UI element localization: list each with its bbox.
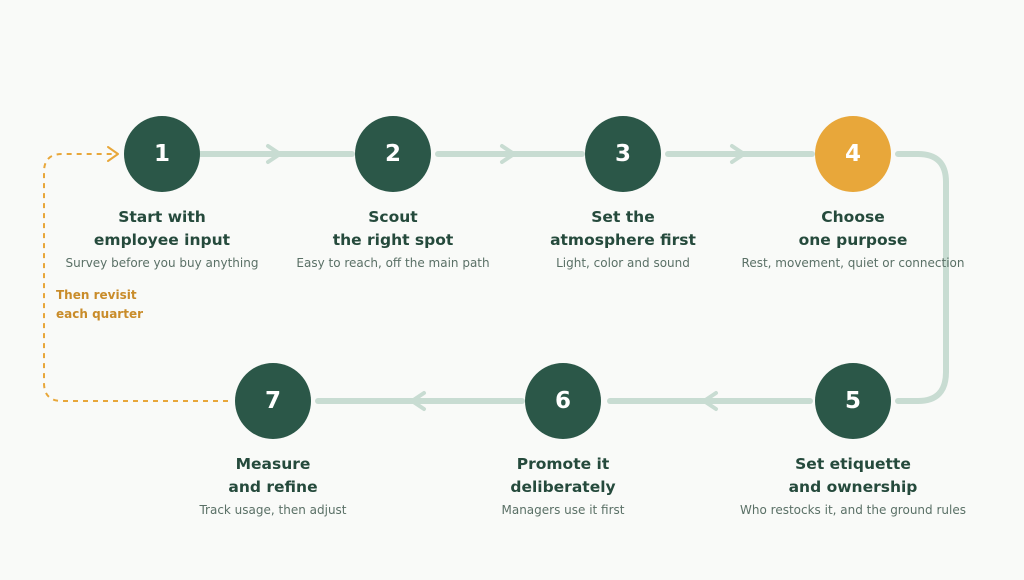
connector-5-6 — [607, 391, 813, 411]
step-6-circle: 6 — [525, 363, 601, 439]
step-5-title: Set etiquette and ownership — [788, 455, 918, 496]
step-7-circle: 7 — [235, 363, 311, 439]
step-4-circle: 4 — [815, 116, 891, 192]
step-5-description: Who restocks it, and the ground rules — [740, 503, 966, 517]
step-2-circle: 2 — [355, 116, 431, 192]
loop-connector-7-1 — [43, 146, 228, 402]
step-6-text: Promote it deliberately Managers use it … — [433, 453, 693, 517]
step-5-circle: 5 — [815, 363, 891, 439]
step-3-title: Set the atmosphere first — [550, 208, 696, 249]
step-3-description: Light, color and sound — [556, 256, 690, 270]
connector-3-4 — [665, 144, 815, 164]
step-7-number: 7 — [264, 388, 281, 414]
step-2-number: 2 — [384, 141, 401, 167]
step-5-text: Set etiquette and ownership Who restocks… — [723, 453, 983, 517]
connector-6-7 — [315, 391, 525, 411]
step-6-title: Promote it deliberately — [510, 455, 616, 496]
step-3-number: 3 — [614, 141, 631, 167]
step-7-text: Measure and refine Track usage, then adj… — [143, 453, 403, 517]
step-7-description: Track usage, then adjust — [199, 503, 347, 517]
step-4-number: 4 — [844, 141, 861, 167]
step-2-text: Scout the right spot Easy to reach, off … — [263, 206, 523, 270]
step-2-description: Easy to reach, off the main path — [296, 256, 490, 270]
step-3-text: Set the atmosphere first Light, color an… — [493, 206, 753, 270]
step-1-description: Survey before you buy anything — [65, 256, 259, 270]
step-7-title: Measure and refine — [228, 455, 318, 496]
step-2-title: Scout the right spot — [332, 208, 454, 249]
step-1-text: Start with employee input Survey before … — [32, 206, 292, 270]
connector-2-3 — [435, 144, 585, 164]
step-1-title: Start with employee input — [93, 208, 231, 249]
loop-note: Then revisit each quarter — [56, 288, 144, 321]
step-3-circle: 3 — [585, 116, 661, 192]
step-6-description: Managers use it first — [501, 503, 625, 517]
step-1-number: 1 — [153, 141, 170, 167]
connector-4-5 — [895, 151, 949, 404]
connector-1-2 — [197, 144, 355, 164]
step-4-title: Choose one purpose — [798, 208, 908, 249]
step-4-description: Rest, movement, quiet or connection — [741, 256, 965, 270]
step-6-number: 6 — [554, 388, 571, 414]
step-1-circle: 1 — [124, 116, 200, 192]
step-5-number: 5 — [844, 388, 861, 414]
step-4-text: Choose one purpose Rest, movement, quiet… — [723, 206, 983, 270]
